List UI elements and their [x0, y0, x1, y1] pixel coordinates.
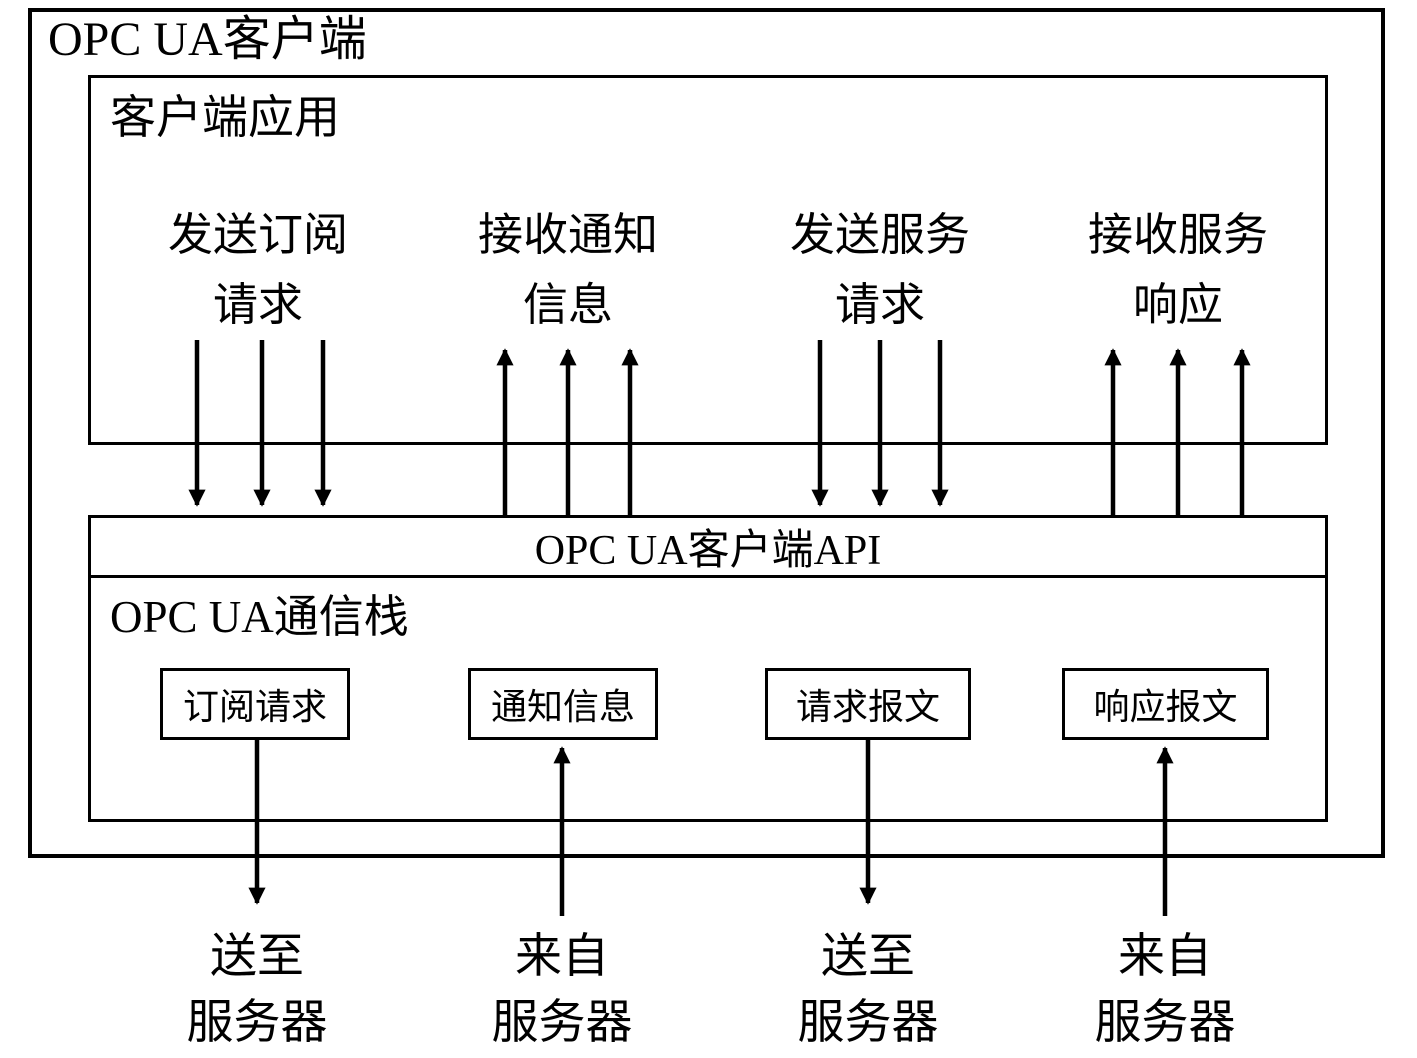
label-line: 请求: [212, 280, 303, 330]
response-packet-box-label: 响应报文: [1093, 687, 1238, 727]
label-line: 请求: [834, 280, 925, 330]
label-line: 接收通知: [477, 210, 658, 260]
subscription-request-box: 订阅请求: [160, 668, 350, 740]
label-from-server-2: 来自 服务器: [1015, 924, 1315, 1056]
label-receive-service-response: 接收服务 响应: [1018, 200, 1338, 340]
request-packet-box-label: 请求报文: [795, 687, 940, 727]
notification-message-box-label: 通知信息: [490, 687, 635, 727]
label-receive-notification-message: 接收通知 信息: [408, 200, 728, 340]
label-line: 来自: [1118, 931, 1212, 983]
label-to-server-2: 送至 服务器: [718, 924, 1018, 1056]
client-app-box: [88, 75, 1328, 445]
label-line: 发送服务: [789, 210, 970, 260]
label-line: 服务器: [797, 997, 939, 1049]
label-line: 接收服务: [1087, 210, 1268, 260]
api-bar: OPC UA客户端API: [88, 515, 1328, 578]
label-to-server-1: 送至 服务器: [107, 924, 407, 1056]
subscription-request-box-label: 订阅请求: [182, 687, 327, 727]
request-packet-box: 请求报文: [765, 668, 971, 740]
label-send-subscription-request: 发送订阅 请求: [98, 200, 418, 340]
label-line: 送至: [821, 931, 915, 983]
label-line: 来自: [515, 931, 609, 983]
label-from-server-1: 来自 服务器: [412, 924, 712, 1056]
label-line: 发送订阅: [167, 210, 348, 260]
opc-ua-client-title: OPC UA客户端: [48, 13, 367, 66]
label-line: 响应: [1132, 280, 1223, 330]
label-line: 服务器: [1094, 997, 1236, 1049]
api-bar-label: OPC UA客户端API: [534, 528, 882, 574]
label-line: 服务器: [491, 997, 633, 1049]
client-app-title: 客户端应用: [110, 92, 340, 143]
label-line: 信息: [522, 280, 613, 330]
label-line: 服务器: [186, 997, 328, 1049]
comm-stack-box: [88, 578, 1328, 822]
comm-stack-title: OPC UA通信栈: [110, 592, 409, 642]
label-send-service-request: 发送服务 请求: [720, 200, 1040, 340]
opc-ua-client-box: [28, 8, 1385, 858]
notification-message-box: 通知信息: [468, 668, 658, 740]
response-packet-box: 响应报文: [1062, 668, 1269, 740]
label-line: 送至: [210, 931, 304, 983]
